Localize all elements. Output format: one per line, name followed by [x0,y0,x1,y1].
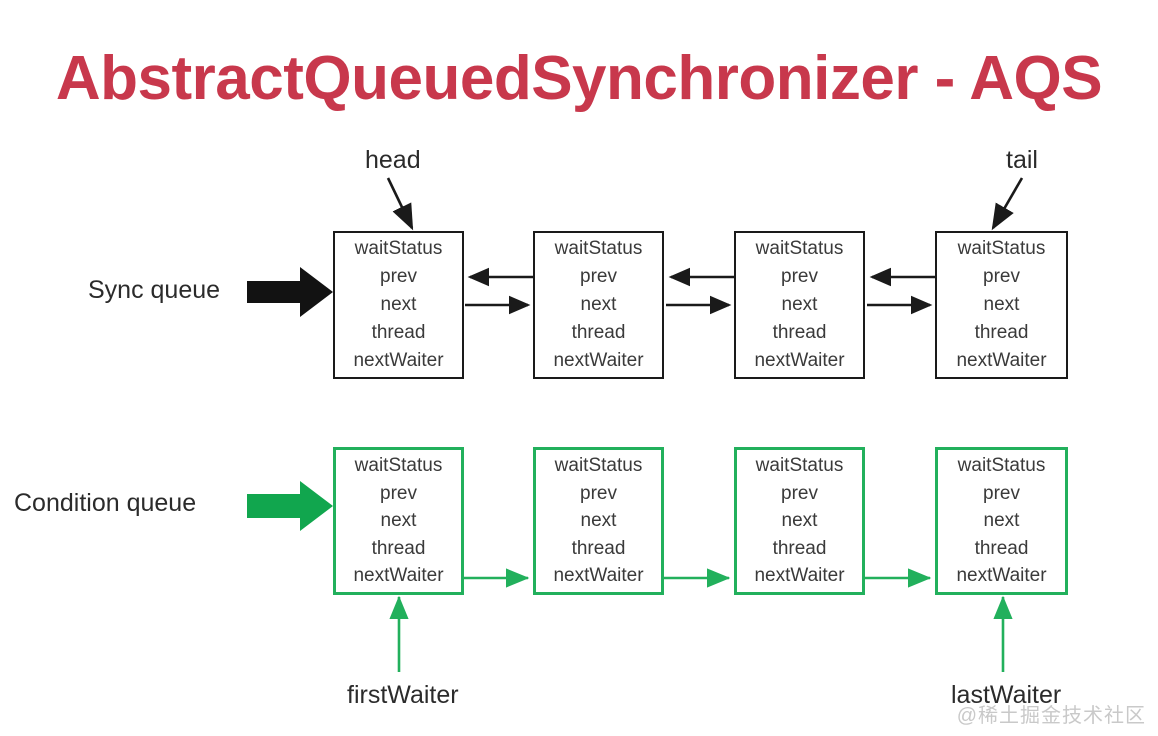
node-field-next: next [781,510,818,532]
condition-node-3[interactable]: waitStatus prev next thread nextWaiter [734,447,865,595]
node-field-prev: prev [781,266,818,288]
head-pointer-arrow [386,177,414,231]
condition-node-4[interactable]: waitStatus prev next thread nextWaiter [935,447,1068,595]
node-field-next: next [781,294,818,316]
head-label: head [365,146,421,174]
node-field-waitstatus: waitStatus [554,455,643,477]
node-field-waitstatus: waitStatus [755,238,844,260]
sync-node-2[interactable]: waitStatus prev next thread nextWaiter [533,231,664,379]
node-field-waitstatus: waitStatus [957,238,1046,260]
node-field-nextwaiter: nextWaiter [754,565,845,587]
sync-node-4[interactable]: waitStatus prev next thread nextWaiter [935,231,1068,379]
node-field-next: next [380,510,417,532]
tail-pointer-arrow [991,177,1024,231]
node-field-nextwaiter: nextWaiter [553,565,644,587]
node-field-thread: thread [571,537,626,559]
node-field-thread: thread [772,537,827,559]
node-field-nextwaiter: nextWaiter [754,349,845,371]
condition-node-2[interactable]: waitStatus prev next thread nextWaiter [533,447,664,595]
node-field-nextwaiter: nextWaiter [956,349,1047,371]
firstwaiter-label: firstWaiter [347,681,459,709]
node-field-next: next [983,294,1020,316]
node-field-thread: thread [571,321,626,343]
node-field-nextwaiter: nextWaiter [553,349,644,371]
sync-queue-label: Sync queue [88,276,221,304]
node-field-thread: thread [772,321,827,343]
node-field-prev: prev [781,482,818,504]
sync-node-1[interactable]: waitStatus prev next thread nextWaiter [333,231,464,379]
node-field-prev: prev [380,482,417,504]
node-field-nextwaiter: nextWaiter [353,565,444,587]
sync-queue-entry-arrow [247,267,333,317]
watermark: @稀土掘金技术社区 [956,705,1146,727]
node-field-waitstatus: waitStatus [957,455,1046,477]
sync-node-3[interactable]: waitStatus prev next thread nextWaiter [734,231,865,379]
node-field-prev: prev [580,482,617,504]
page-title: AbstractQueuedSynchronizer - AQS [55,44,1103,113]
node-field-thread: thread [974,321,1029,343]
tail-label: tail [1006,146,1038,174]
node-field-nextwaiter: nextWaiter [956,565,1047,587]
node-field-thread: thread [371,537,426,559]
node-field-thread: thread [371,321,426,343]
node-field-thread: thread [974,537,1029,559]
node-field-prev: prev [380,266,417,288]
node-field-next: next [983,510,1020,532]
node-field-waitstatus: waitStatus [354,238,443,260]
node-field-prev: prev [983,482,1020,504]
lastwaiter-label: lastWaiter [951,681,1062,709]
condition-queue-entry-arrow [247,481,333,531]
node-field-waitstatus: waitStatus [755,455,844,477]
node-field-nextwaiter: nextWaiter [353,349,444,371]
condition-queue-label: Condition queue [14,489,197,517]
node-field-prev: prev [983,266,1020,288]
node-field-next: next [580,510,617,532]
node-field-prev: prev [580,266,617,288]
node-field-waitstatus: waitStatus [354,455,443,477]
condition-node-1[interactable]: waitStatus prev next thread nextWaiter [333,447,464,595]
node-field-next: next [580,294,617,316]
node-field-waitstatus: waitStatus [554,238,643,260]
node-field-next: next [380,294,417,316]
